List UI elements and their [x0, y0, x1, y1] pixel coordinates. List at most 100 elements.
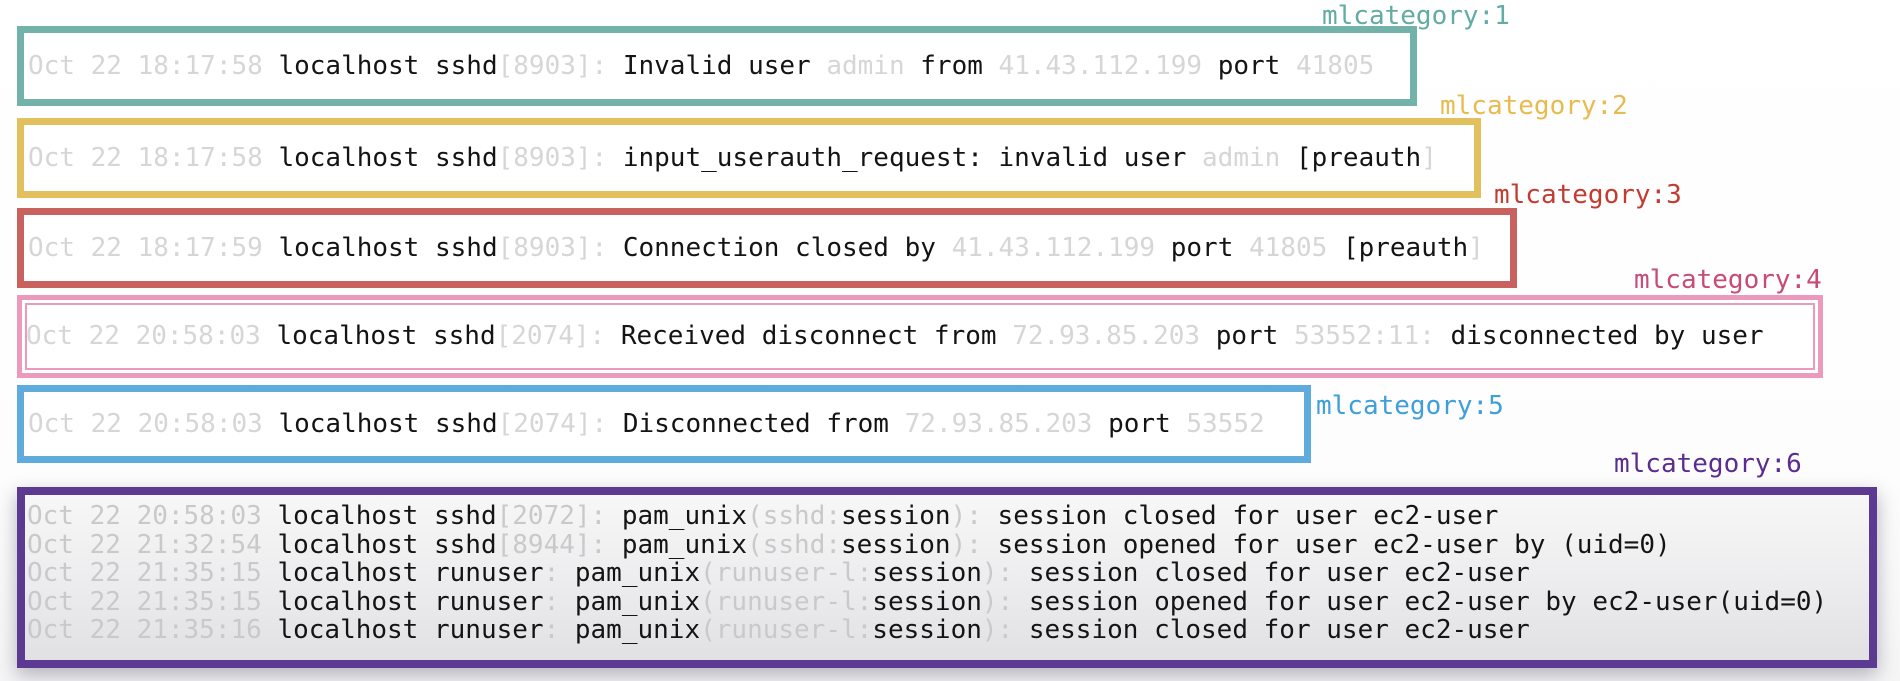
log-token-dim: Oct 22 18:17:58 [28, 50, 279, 81]
log-token-dim: [2074]: [495, 321, 621, 352]
log-token: session closed for user ec2-user [997, 501, 1499, 531]
log-token: pam_unix [621, 529, 748, 560]
mlcategory-label-1: mlcategory:1 [1322, 1, 1510, 31]
log-token: pam_unix [574, 558, 701, 589]
log-token: session closed for user ec2-user [1028, 615, 1530, 646]
log-token: [preauth [1295, 142, 1422, 173]
log-token: session [841, 501, 951, 531]
mlcategory-label-3: mlcategory:3 [1494, 180, 1682, 210]
log-token: pam_unix [621, 501, 748, 531]
log-token: localhost runuser [277, 615, 544, 646]
log-token: localhost runuser [277, 558, 544, 589]
log-line: Oct 22 18:17:58 localhost sshd[8903]: In… [24, 50, 1410, 81]
log-token: localhost sshd [278, 232, 498, 263]
log-token-dim: Oct 22 20:58:03 [26, 321, 277, 352]
log-token: session opened for user ec2-user by ec2-… [1028, 586, 1828, 617]
log-token: localhost sshd [276, 321, 496, 352]
log-token: localhost sshd [278, 142, 498, 173]
log-token-dim: [2072]: [496, 501, 622, 531]
mlcategory-label-2: mlcategory:2 [1440, 91, 1628, 121]
log-token: session [872, 558, 982, 589]
log-token: Received disconnect from [620, 321, 1013, 352]
log-token: localhost sshd [277, 529, 497, 560]
log-token-dim: 53552 [1186, 408, 1265, 439]
log-token: session closed for user ec2-user [1028, 558, 1530, 589]
log-token-dim: (runuser-l: [700, 558, 873, 589]
log-token-dim: ] [1421, 142, 1437, 173]
log-token-dim: Oct 22 21:35:15 [27, 558, 278, 589]
log-token-dim: Oct 22 18:17:58 [28, 142, 279, 173]
mlcategory-box-4: Oct 22 20:58:03 localhost sshd[2074]: Re… [17, 295, 1823, 378]
mlcategory-box-1: Oct 22 18:17:58 localhost sshd[8903]: In… [17, 26, 1417, 106]
log-line: Oct 22 18:17:59 localhost sshd[8903]: Co… [24, 232, 1510, 263]
log-token: [preauth [1342, 232, 1469, 263]
log-token: pam_unix [574, 615, 701, 646]
log-token-dim: ): [950, 529, 998, 560]
log-token: from [920, 50, 999, 81]
mlcategory-box-3: Oct 22 18:17:59 localhost sshd[8903]: Co… [17, 208, 1517, 288]
log-token-dim: ): [981, 615, 1029, 646]
log-token: Disconnected from [622, 408, 905, 439]
log-token-dim: : [543, 558, 575, 589]
mlcategory-box-6: Oct 22 20:58:03 localhost sshd[2072]: pa… [17, 487, 1877, 668]
log-token-dim: 41.43.112.199 [951, 232, 1171, 263]
log-token: localhost runuser [277, 586, 544, 617]
log-token-dim: 72.93.85.203 [1012, 321, 1216, 352]
mlcategory-label-6: mlcategory:6 [1614, 449, 1802, 479]
log-line: Oct 22 21:32:54 localhost sshd[8944]: pa… [25, 529, 1869, 560]
log-token-dim: [8903]: [497, 142, 623, 173]
log-token-dim: [2074]: [497, 408, 623, 439]
log-token: session [872, 586, 982, 617]
log-token: localhost sshd [277, 501, 497, 531]
log-token-dim: (sshd: [747, 529, 841, 560]
log-token-dim: Oct 22 21:32:54 [27, 529, 278, 560]
log-token-dim: (sshd: [747, 501, 841, 531]
log-token: disconnected by user [1450, 321, 1764, 352]
log-line: Oct 22 20:58:03 localhost sshd[2074]: Re… [22, 322, 1818, 351]
log-token-dim: : [543, 586, 575, 617]
log-token: Connection closed by [622, 232, 952, 263]
log-token: port [1217, 50, 1296, 81]
log-token-dim: [8944]: [496, 529, 622, 560]
log-token-dim: ): [981, 558, 1029, 589]
log-token-dim: 41805 [1249, 232, 1343, 263]
log-line: Oct 22 21:35:16 localhost runuser: pam_u… [25, 616, 1869, 645]
log-line: Oct 22 18:17:58 localhost sshd[8903]: in… [24, 142, 1474, 173]
log-token-dim: Oct 22 18:17:59 [28, 232, 279, 263]
mlcategory-label-4: mlcategory:4 [1634, 265, 1822, 295]
mlcategory-label-5: mlcategory:5 [1316, 391, 1504, 421]
log-token: session [872, 615, 982, 646]
log-token: session opened for user ec2-user by (uid… [997, 529, 1671, 560]
log-token-dim: Oct 22 21:35:15 [27, 586, 278, 617]
log-token-dim: (runuser-l: [700, 615, 873, 646]
log-token: input_userauth_request: invalid user [622, 142, 1203, 173]
mlcategory-box-2: Oct 22 18:17:58 localhost sshd[8903]: in… [17, 118, 1481, 198]
log-token-dim: 53552:11: [1293, 321, 1451, 352]
log-token-dim: ): [950, 501, 998, 531]
log-token: port [1108, 408, 1187, 439]
log-token-dim: Oct 22 20:58:03 [27, 501, 278, 531]
log-line: Oct 22 20:58:03 localhost sshd[2072]: pa… [25, 502, 1869, 531]
log-token-dim: ] [1468, 232, 1484, 263]
log-token-dim: (runuser-l: [700, 586, 873, 617]
log-token-dim: Oct 22 21:35:16 [27, 615, 278, 646]
log-token-dim: Oct 22 20:58:03 [28, 408, 279, 439]
log-token: session [841, 529, 951, 560]
log-token: localhost sshd [278, 50, 498, 81]
log-token-dim: : [543, 615, 575, 646]
log-token-dim: [8903]: [497, 232, 623, 263]
log-token-dim: 72.93.85.203 [904, 408, 1109, 439]
log-line: Oct 22 20:58:03 localhost sshd[2074]: Di… [24, 408, 1304, 439]
log-line: Oct 22 21:35:15 localhost runuser: pam_u… [25, 559, 1869, 588]
log-token: Invalid user [622, 50, 827, 81]
log-token-dim: ): [981, 586, 1029, 617]
log-token-dim: admin [1202, 142, 1296, 173]
log-token: localhost sshd [278, 408, 498, 439]
log-line: Oct 22 21:35:15 localhost runuser: pam_u… [25, 586, 1869, 617]
log-token: port [1215, 321, 1294, 352]
log-token-dim: 41.43.112.199 [998, 50, 1218, 81]
log-token: pam_unix [574, 586, 701, 617]
log-token-dim: admin [826, 50, 921, 81]
log-token-dim: [8903]: [497, 50, 623, 81]
